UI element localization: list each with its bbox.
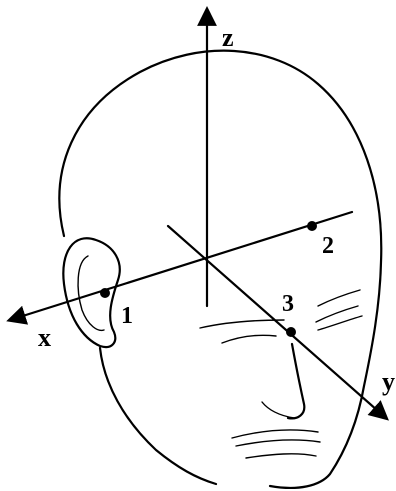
point-1-label: 1 <box>121 303 133 329</box>
point-2-label: 2 <box>322 233 334 259</box>
point-1: 1 <box>100 288 133 329</box>
right-eye-upper <box>315 305 359 323</box>
point-2-marker <box>307 221 317 231</box>
axes <box>6 6 389 421</box>
point-3-marker <box>286 327 296 337</box>
point-3: 3 <box>282 291 296 337</box>
point-1-marker <box>100 288 110 298</box>
x-axis <box>6 210 354 325</box>
point-3-label: 3 <box>282 291 294 317</box>
y-axis-label: y <box>382 367 395 396</box>
left-eyebrow <box>199 319 285 329</box>
z-axis-label: z <box>222 23 234 52</box>
right-eyebrow <box>317 289 361 307</box>
right-eye-lower <box>317 315 363 331</box>
nose-bridge <box>286 342 306 420</box>
left-eye <box>221 334 277 344</box>
mouth-line <box>235 439 321 447</box>
x-axis-label: x <box>38 323 51 352</box>
point-2: 2 <box>307 221 334 259</box>
head-outline <box>58 49 383 489</box>
nose-base <box>261 401 295 419</box>
lower-lip <box>245 453 317 459</box>
y-axis <box>166 224 389 421</box>
ear <box>62 237 121 349</box>
upper-lip <box>231 429 319 439</box>
